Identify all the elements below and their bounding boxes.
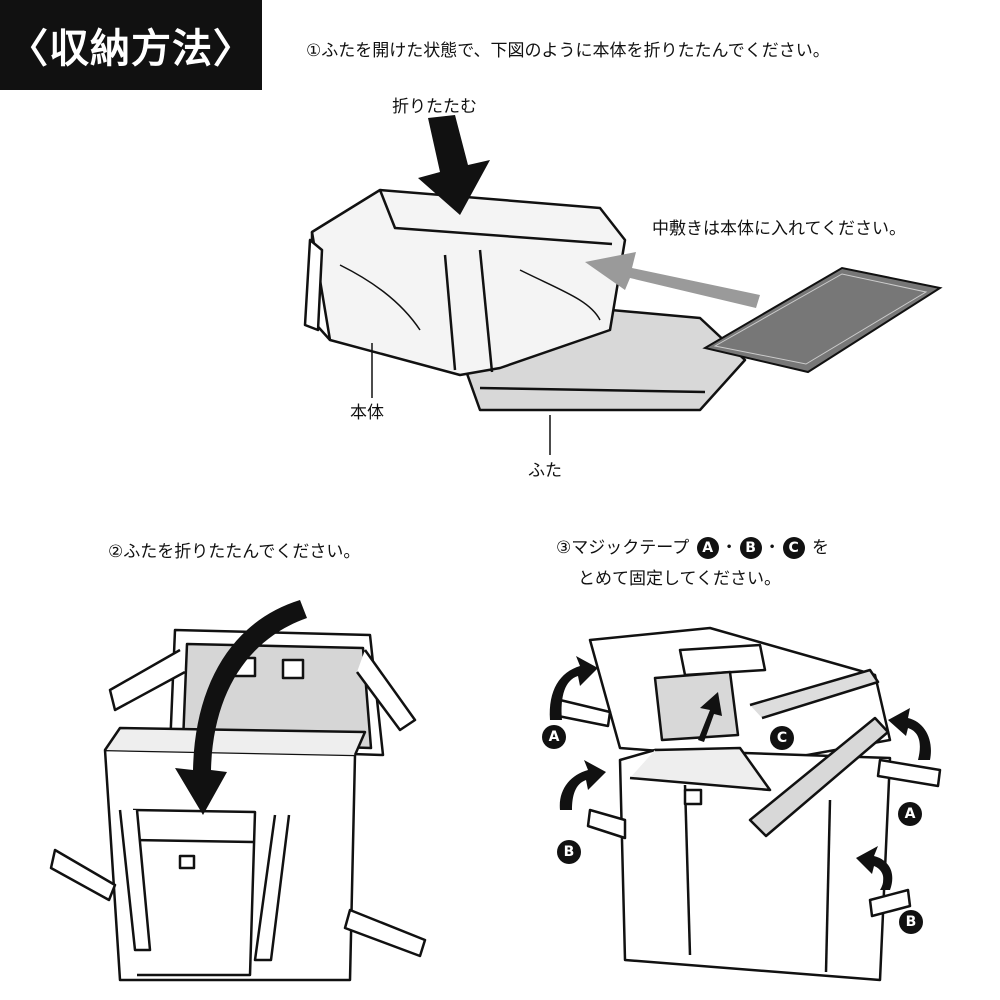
badge-a-left: A — [542, 725, 566, 749]
badge-b-right: B — [899, 910, 923, 934]
tape-b-badge: B — [740, 537, 762, 559]
dot-separator-1: ・ — [721, 538, 738, 558]
curve-arrow-a-right-icon — [888, 708, 931, 760]
tape-a-badge: A — [697, 537, 719, 559]
step2-illustration — [45, 580, 465, 1000]
badge-c: C — [770, 726, 794, 750]
step3-illustration — [530, 600, 970, 1000]
step2-instruction: ②ふたを折りたたんでください。 — [108, 537, 360, 562]
step1-illustration — [0, 0, 1000, 480]
tape-c-badge: C — [783, 537, 805, 559]
badge-a-right: A — [898, 802, 922, 826]
step3-instruction-line2: とめて固定してください。 — [578, 564, 781, 589]
badge-b-left: B — [557, 840, 581, 864]
step3-instruction-line1: ③マジックテープ A・B・C を — [556, 533, 829, 559]
curve-arrow-b-left-icon — [560, 760, 606, 810]
dot-separator-2: ・ — [764, 538, 781, 558]
step3-instruction-prefix: ③マジックテープ — [556, 538, 689, 558]
step3-instruction-suffix: を — [812, 538, 829, 558]
insole-board — [705, 268, 940, 372]
